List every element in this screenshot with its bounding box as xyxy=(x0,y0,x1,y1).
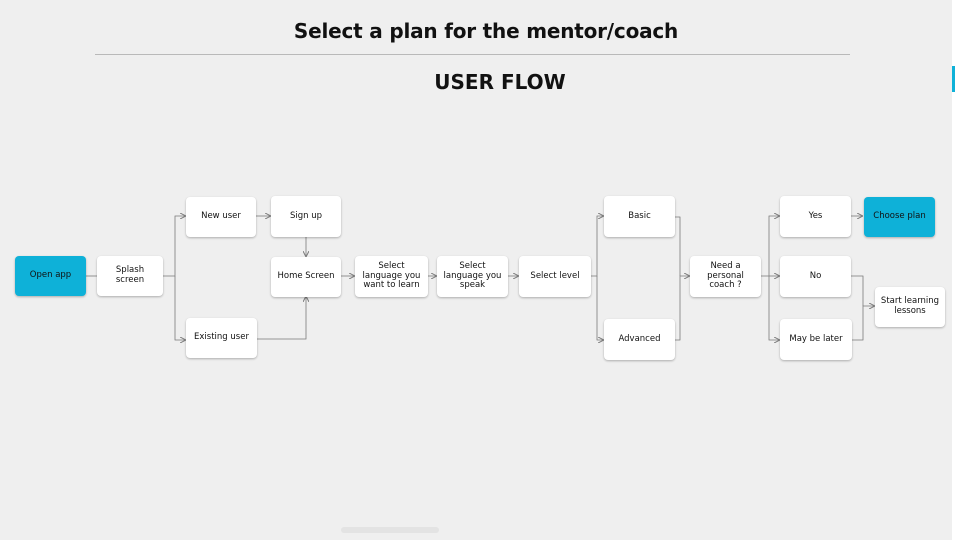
node-existing-user: Existing user xyxy=(186,318,257,358)
node-new-user: New user xyxy=(186,197,256,237)
node-sign-up: Sign up xyxy=(271,196,341,237)
node-splash-screen: Splash screen xyxy=(97,256,163,296)
connector-basic-merge xyxy=(675,216,681,276)
scroll-indicator[interactable] xyxy=(341,527,439,533)
node-no: No xyxy=(780,256,851,297)
accent-tick xyxy=(952,66,955,92)
node-home-screen: Home Screen xyxy=(271,257,341,297)
node-select-level: Select level xyxy=(519,256,591,297)
connector-level-branch xyxy=(591,216,603,277)
connector-splash-existing xyxy=(174,276,185,340)
connector-existing-to-home xyxy=(257,297,306,340)
connector-splash-branch xyxy=(163,216,185,277)
connector-level-advanced xyxy=(596,276,603,340)
node-open-app: Open app xyxy=(15,256,86,296)
node-may-be-later: May be later xyxy=(780,319,852,360)
connector-later-merge xyxy=(851,306,874,341)
section-heading: USER FLOW xyxy=(434,70,566,94)
node-need-coach: Need a personal coach ? xyxy=(690,256,761,297)
node-start-learning: Start learning lessons xyxy=(875,287,945,327)
connector-coach-branch xyxy=(761,216,779,277)
node-select-learn-language: Select language you want to learn xyxy=(355,256,428,297)
node-select-speak-language: Select language you speak xyxy=(437,256,508,297)
node-choose-plan: Choose plan xyxy=(864,197,935,237)
node-basic: Basic xyxy=(604,196,675,237)
node-advanced: Advanced xyxy=(604,319,675,360)
right-edge-strip xyxy=(952,0,960,540)
connector-advanced-merge xyxy=(675,276,689,341)
node-yes: Yes xyxy=(780,196,851,237)
connector-coach-later xyxy=(768,276,779,340)
connector-no-merge xyxy=(851,275,864,306)
page-title: Select a plan for the mentor/coach xyxy=(293,19,679,43)
title-divider xyxy=(95,54,850,55)
